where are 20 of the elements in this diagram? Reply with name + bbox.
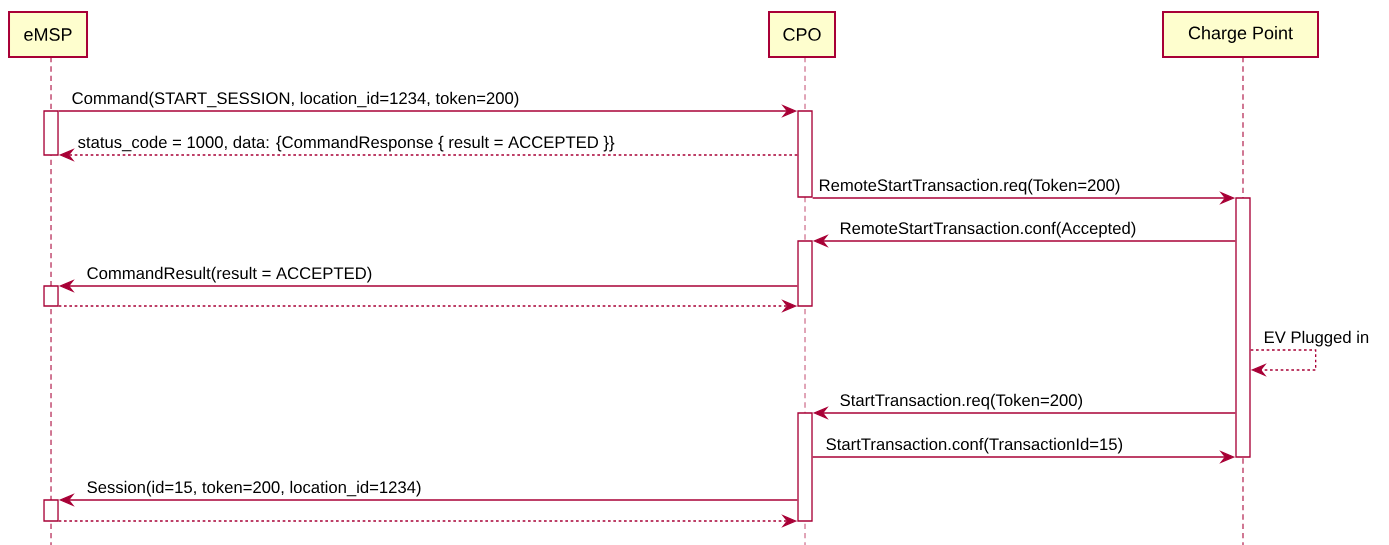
activation-bar — [797, 412, 813, 522]
activation-bar — [797, 110, 813, 198]
participant-box: eMSP — [8, 11, 88, 58]
edge-label: Session(id=15, token=200, location_id=1234) — [85, 479, 423, 498]
participant-box: Charge Point — [1162, 11, 1319, 58]
activation-bar — [43, 499, 59, 522]
participant-box: CPO — [768, 11, 836, 58]
self-arrow — [1250, 349, 1317, 377]
edge-label: EV Plugged in — [1262, 329, 1371, 348]
edge-label: StartTransaction.conf(TransactionId=15) — [824, 436, 1125, 455]
activation-bar — [797, 240, 813, 307]
activation-bar — [43, 110, 59, 156]
edge-label: RemoteStartTransaction.req(Token=200) — [817, 177, 1122, 196]
edge-label: CommandResult(result = ACCEPTED) — [85, 265, 374, 284]
edge-label: Command(START_SESSION, location_id=1234, token=200) — [70, 90, 521, 109]
edge-label: status_code = 1000, data: {CommandResponse { result = ACCEPTED }} — [76, 134, 616, 153]
activation-bar — [1235, 197, 1251, 458]
edge-label: RemoteStartTransaction.conf(Accepted) — [838, 220, 1138, 239]
edge-label: StartTransaction.req(Token=200) — [838, 392, 1085, 411]
activation-bar — [43, 285, 59, 307]
